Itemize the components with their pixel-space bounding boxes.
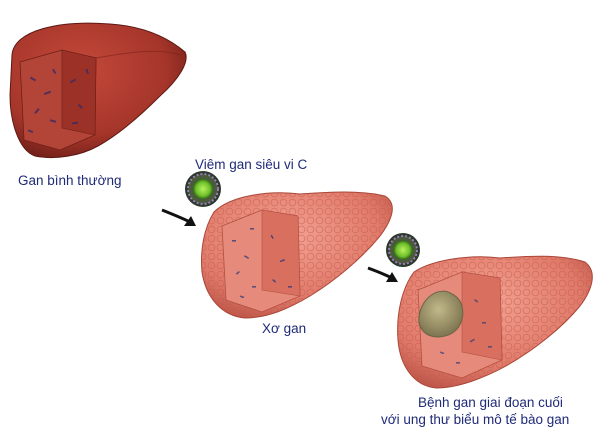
cirrhosis-label: Xơ gan [262, 321, 307, 336]
tumor [418, 290, 464, 338]
virus-icon [386, 233, 420, 267]
arrow-icon [367, 266, 398, 282]
cirrhotic-liver [201, 191, 393, 319]
hepatitis-c-label: Viêm gan siêu vi C [195, 157, 308, 172]
normal-liver [9, 22, 187, 159]
end-stage-label-line1: Bệnh gan giai đoạn cuối [418, 395, 563, 410]
end-stage-liver [397, 255, 593, 389]
end-stage-label-line2: với ung thư biểu mô tế bào gan [381, 412, 570, 427]
normal-liver-label: Gan bình thường [18, 173, 122, 188]
arrow-icon [161, 208, 196, 226]
virus-icon [185, 171, 221, 207]
